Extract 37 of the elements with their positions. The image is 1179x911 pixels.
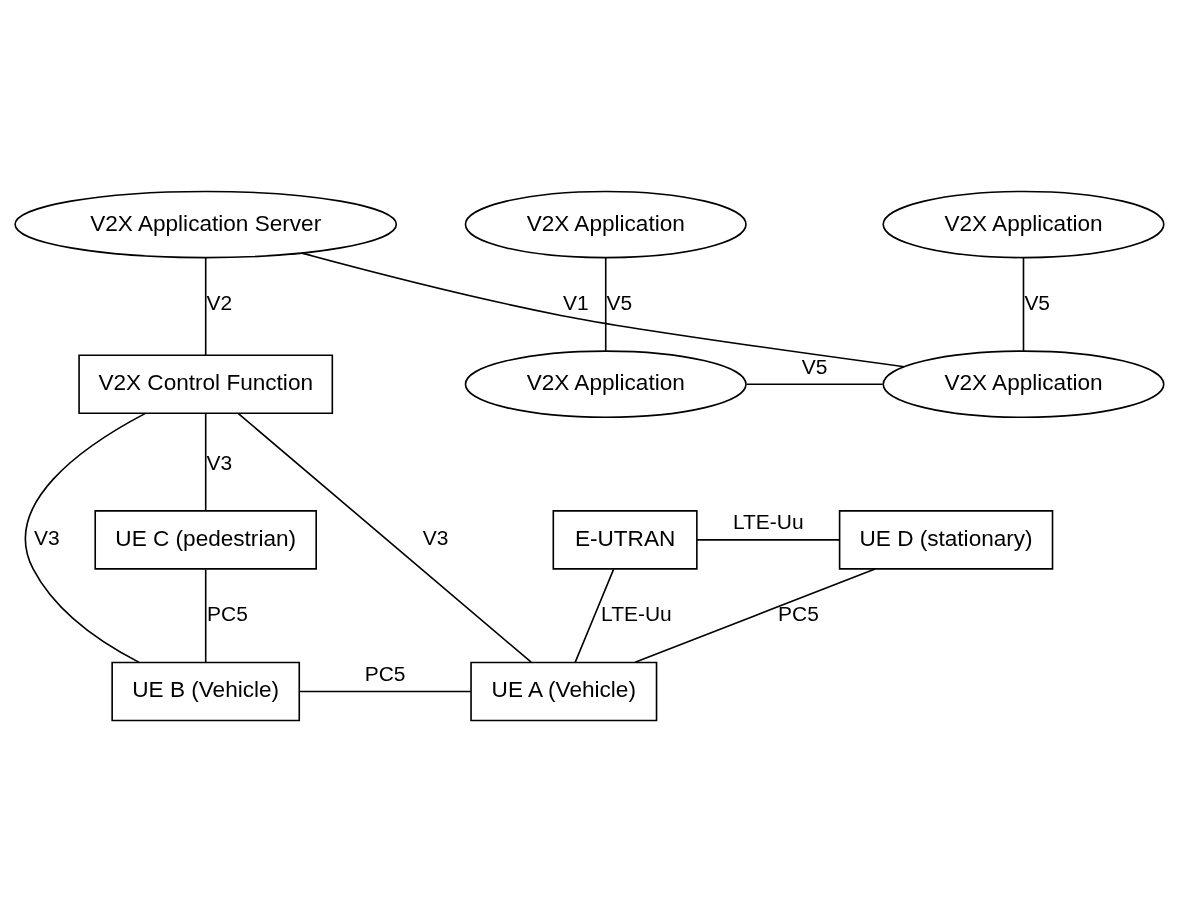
node-ellipse: V2X Application <box>464 349 747 418</box>
node-box: V2X Control Function <box>78 353 334 414</box>
node-box: UE C (pedestrian) <box>94 509 317 570</box>
node-ellipse: V2X Application <box>882 190 1165 258</box>
edge-label: V3 <box>34 525 60 549</box>
node-box: UE A (Vehicle) <box>470 661 658 721</box>
node-ellipse: V2X Application Server <box>14 190 398 258</box>
edge-label: PC5 <box>207 601 248 625</box>
edge-label: V5 <box>606 290 633 314</box>
edge-label: PC5 <box>778 601 819 625</box>
node-box: E-UTRAN <box>552 509 698 570</box>
edge-label: V3 <box>206 450 233 474</box>
edge-label: V5 <box>801 354 828 378</box>
connector <box>604 256 607 352</box>
connector <box>237 412 532 663</box>
connector <box>574 568 615 663</box>
node-box: UE D (stationary) <box>838 509 1054 570</box>
edge-label: PC5 <box>364 661 406 685</box>
connector <box>301 251 906 368</box>
connector <box>696 538 841 541</box>
connector <box>745 382 884 385</box>
node-ellipse: V2X Application <box>882 349 1165 418</box>
connector <box>298 690 472 692</box>
edge-label: V3 <box>422 525 449 549</box>
node-box: UE B (Vehicle) <box>111 661 301 721</box>
connector <box>634 567 876 663</box>
node-ellipse: V2X Application <box>464 190 747 258</box>
edge-label: V1 <box>563 290 589 314</box>
connector <box>204 568 207 663</box>
connector <box>204 412 207 511</box>
edge-label: LTE-Uu <box>732 509 804 533</box>
edge-label: V5 <box>1024 290 1051 314</box>
edge-label: V2 <box>206 290 233 314</box>
connector <box>1022 256 1025 352</box>
edge-label: LTE-Uu <box>601 601 672 625</box>
connector <box>24 412 147 663</box>
connector <box>204 256 207 356</box>
